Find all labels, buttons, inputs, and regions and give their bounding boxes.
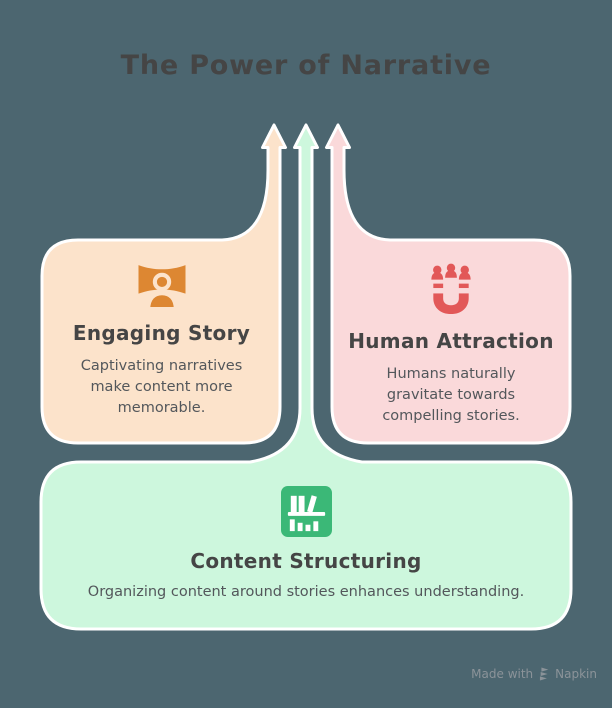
- made-with-napkin-watermark: Made with Napkin: [471, 667, 597, 681]
- page-title: The Power of Narrative: [120, 50, 492, 81]
- watermark-brand: Napkin: [555, 667, 597, 681]
- napkin-logo-icon: [540, 667, 549, 681]
- human-attraction-card-shape: [325, 123, 572, 445]
- watermark-prefix: Made with: [471, 667, 534, 681]
- engaging-story-card-shape: [40, 123, 287, 445]
- content-structuring-card-shape: [39, 123, 573, 631]
